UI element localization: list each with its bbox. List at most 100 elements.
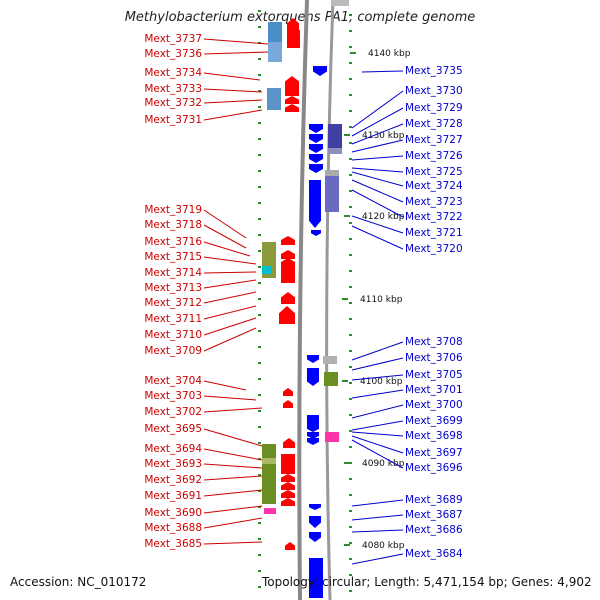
gene-label-left[interactable]: Mext_3732	[144, 97, 202, 109]
leader-line-left	[203, 475, 263, 481]
scale-dot-left	[258, 234, 261, 236]
gene-label-right[interactable]: Mext_3705	[405, 369, 463, 381]
scale-dot-left	[258, 426, 261, 428]
gene-label-left[interactable]: Mext_3710	[144, 329, 202, 341]
leader-line-right	[351, 374, 404, 381]
gene-arrow-forward	[281, 490, 295, 498]
scale-dot-left	[258, 218, 261, 220]
gene-label-left[interactable]: Mext_3709	[144, 345, 202, 357]
leader-line-right	[351, 420, 404, 431]
gene-label-left[interactable]: Mext_3694	[144, 443, 202, 455]
gene-label-left[interactable]: Mext_3714	[144, 267, 202, 279]
scale-dot-right	[349, 430, 352, 432]
backbone-top-block	[331, 0, 349, 6]
gene-arrow-forward	[281, 474, 295, 482]
scale-dot-left	[258, 474, 261, 476]
scale-dot-left	[258, 314, 261, 316]
scale-dot-right	[349, 414, 352, 416]
scale-dot-left	[258, 378, 261, 380]
accession-text: Accession: NC_010172	[10, 575, 147, 589]
scale-dot-left	[258, 346, 261, 348]
scale-tick-label: 4140 kbp	[368, 49, 411, 59]
gene-label-left[interactable]: Mext_3702	[144, 406, 202, 418]
gene-label-left[interactable]: Mext_3731	[144, 114, 202, 126]
gene-label-right[interactable]: Mext_3728	[405, 118, 463, 130]
gene-label-right[interactable]: Mext_3696	[405, 462, 463, 474]
gene-label-left[interactable]: Mext_3719	[144, 204, 202, 216]
gene-label-right[interactable]: Mext_3686	[405, 524, 463, 536]
gene-label-right[interactable]: Mext_3700	[405, 399, 463, 411]
gene-label-right[interactable]: Mext_3698	[405, 430, 463, 442]
scale-dot-left	[258, 410, 261, 412]
gene-label-right[interactable]: Mext_3701	[405, 384, 463, 396]
gene-label-right[interactable]: Mext_3724	[405, 180, 463, 192]
gene-block-reverse	[309, 180, 321, 214]
gene-label-right[interactable]: Mext_3727	[405, 134, 463, 146]
scale-tick-label: 4080 kbp	[362, 541, 405, 551]
gene-label-right[interactable]: Mext_3725	[405, 166, 463, 178]
scale-dot-left	[258, 554, 261, 556]
gene-label-left[interactable]: Mext_3718	[144, 219, 202, 231]
scale-dot-left	[258, 506, 261, 508]
gene-label-left[interactable]: Mext_3691	[144, 490, 202, 502]
scale-dot-right	[349, 366, 352, 368]
gene-label-left[interactable]: Mext_3690	[144, 507, 202, 519]
leader-line-left	[203, 209, 247, 239]
leader-line-right	[351, 389, 404, 399]
gene-label-left[interactable]: Mext_3737	[144, 33, 202, 45]
scale-tick-label: 4120 kbp	[362, 212, 405, 222]
scale-tick	[342, 380, 348, 382]
gene-label-left[interactable]: Mext_3711	[144, 313, 202, 325]
scale-dot-right	[349, 238, 352, 240]
gene-label-left[interactable]: Mext_3736	[144, 48, 202, 60]
leader-line-left	[203, 51, 269, 55]
scale-dot-right	[349, 558, 352, 560]
gene-label-right[interactable]: Mext_3697	[405, 447, 463, 459]
gene-arrow-forward	[281, 292, 295, 304]
gene-block-magenta	[325, 432, 339, 442]
gene-label-right[interactable]: Mext_3689	[405, 494, 463, 506]
gene-label-right[interactable]: Mext_3729	[405, 102, 463, 114]
scale-tick-label: 4130 kbp	[362, 131, 405, 141]
gene-label-right[interactable]: Mext_3723	[405, 196, 463, 208]
gene-label-right[interactable]: Mext_3708	[405, 336, 463, 348]
leader-line-right	[351, 123, 404, 145]
gene-label-right[interactable]: Mext_3726	[405, 150, 463, 162]
scale-dot-right	[349, 78, 352, 80]
gene-label-left[interactable]: Mext_3734	[144, 67, 202, 79]
gene-arrow-reverse	[309, 212, 321, 228]
gene-label-right[interactable]: Mext_3720	[405, 243, 463, 255]
gene-arrow-reverse	[309, 164, 323, 173]
gene-label-left[interactable]: Mext_3685	[144, 538, 202, 550]
gene-label-right[interactable]: Mext_3722	[405, 211, 463, 223]
gene-label-right[interactable]: Mext_3706	[405, 352, 463, 364]
gene-label-right[interactable]: Mext_3684	[405, 548, 463, 560]
gene-label-left[interactable]: Mext_3693	[144, 458, 202, 470]
scale-dot-right	[349, 30, 352, 32]
gene-label-right[interactable]: Mext_3699	[405, 415, 463, 427]
gene-label-left[interactable]: Mext_3692	[144, 474, 202, 486]
gene-label-left[interactable]: Mext_3688	[144, 522, 202, 534]
gene-arrow-forward	[281, 250, 295, 259]
gene-label-left[interactable]: Mext_3704	[144, 375, 202, 387]
gene-block-forward	[281, 454, 295, 474]
gene-label-left[interactable]: Mext_3733	[144, 83, 202, 95]
scale-dot-left	[258, 298, 261, 300]
scale-dot-right	[349, 542, 352, 544]
gene-label-left[interactable]: Mext_3715	[144, 251, 202, 263]
gene-label-right[interactable]: Mext_3730	[405, 85, 463, 97]
gene-label-right[interactable]: Mext_3721	[405, 227, 463, 239]
gene-block-olive	[262, 444, 276, 504]
scale-tick	[342, 298, 348, 300]
gene-label-left[interactable]: Mext_3716	[144, 236, 202, 248]
gene-label-left[interactable]: Mext_3712	[144, 297, 202, 309]
scale-dot-right	[349, 494, 352, 496]
gene-label-right[interactable]: Mext_3687	[405, 509, 463, 521]
scale-dot-left	[258, 74, 261, 76]
gene-label-left[interactable]: Mext_3713	[144, 282, 202, 294]
gene-label-right[interactable]: Mext_3735	[405, 65, 463, 77]
gene-label-left[interactable]: Mext_3703	[144, 390, 202, 402]
leader-line-right	[351, 155, 404, 161]
gene-label-left[interactable]: Mext_3695	[144, 423, 202, 435]
